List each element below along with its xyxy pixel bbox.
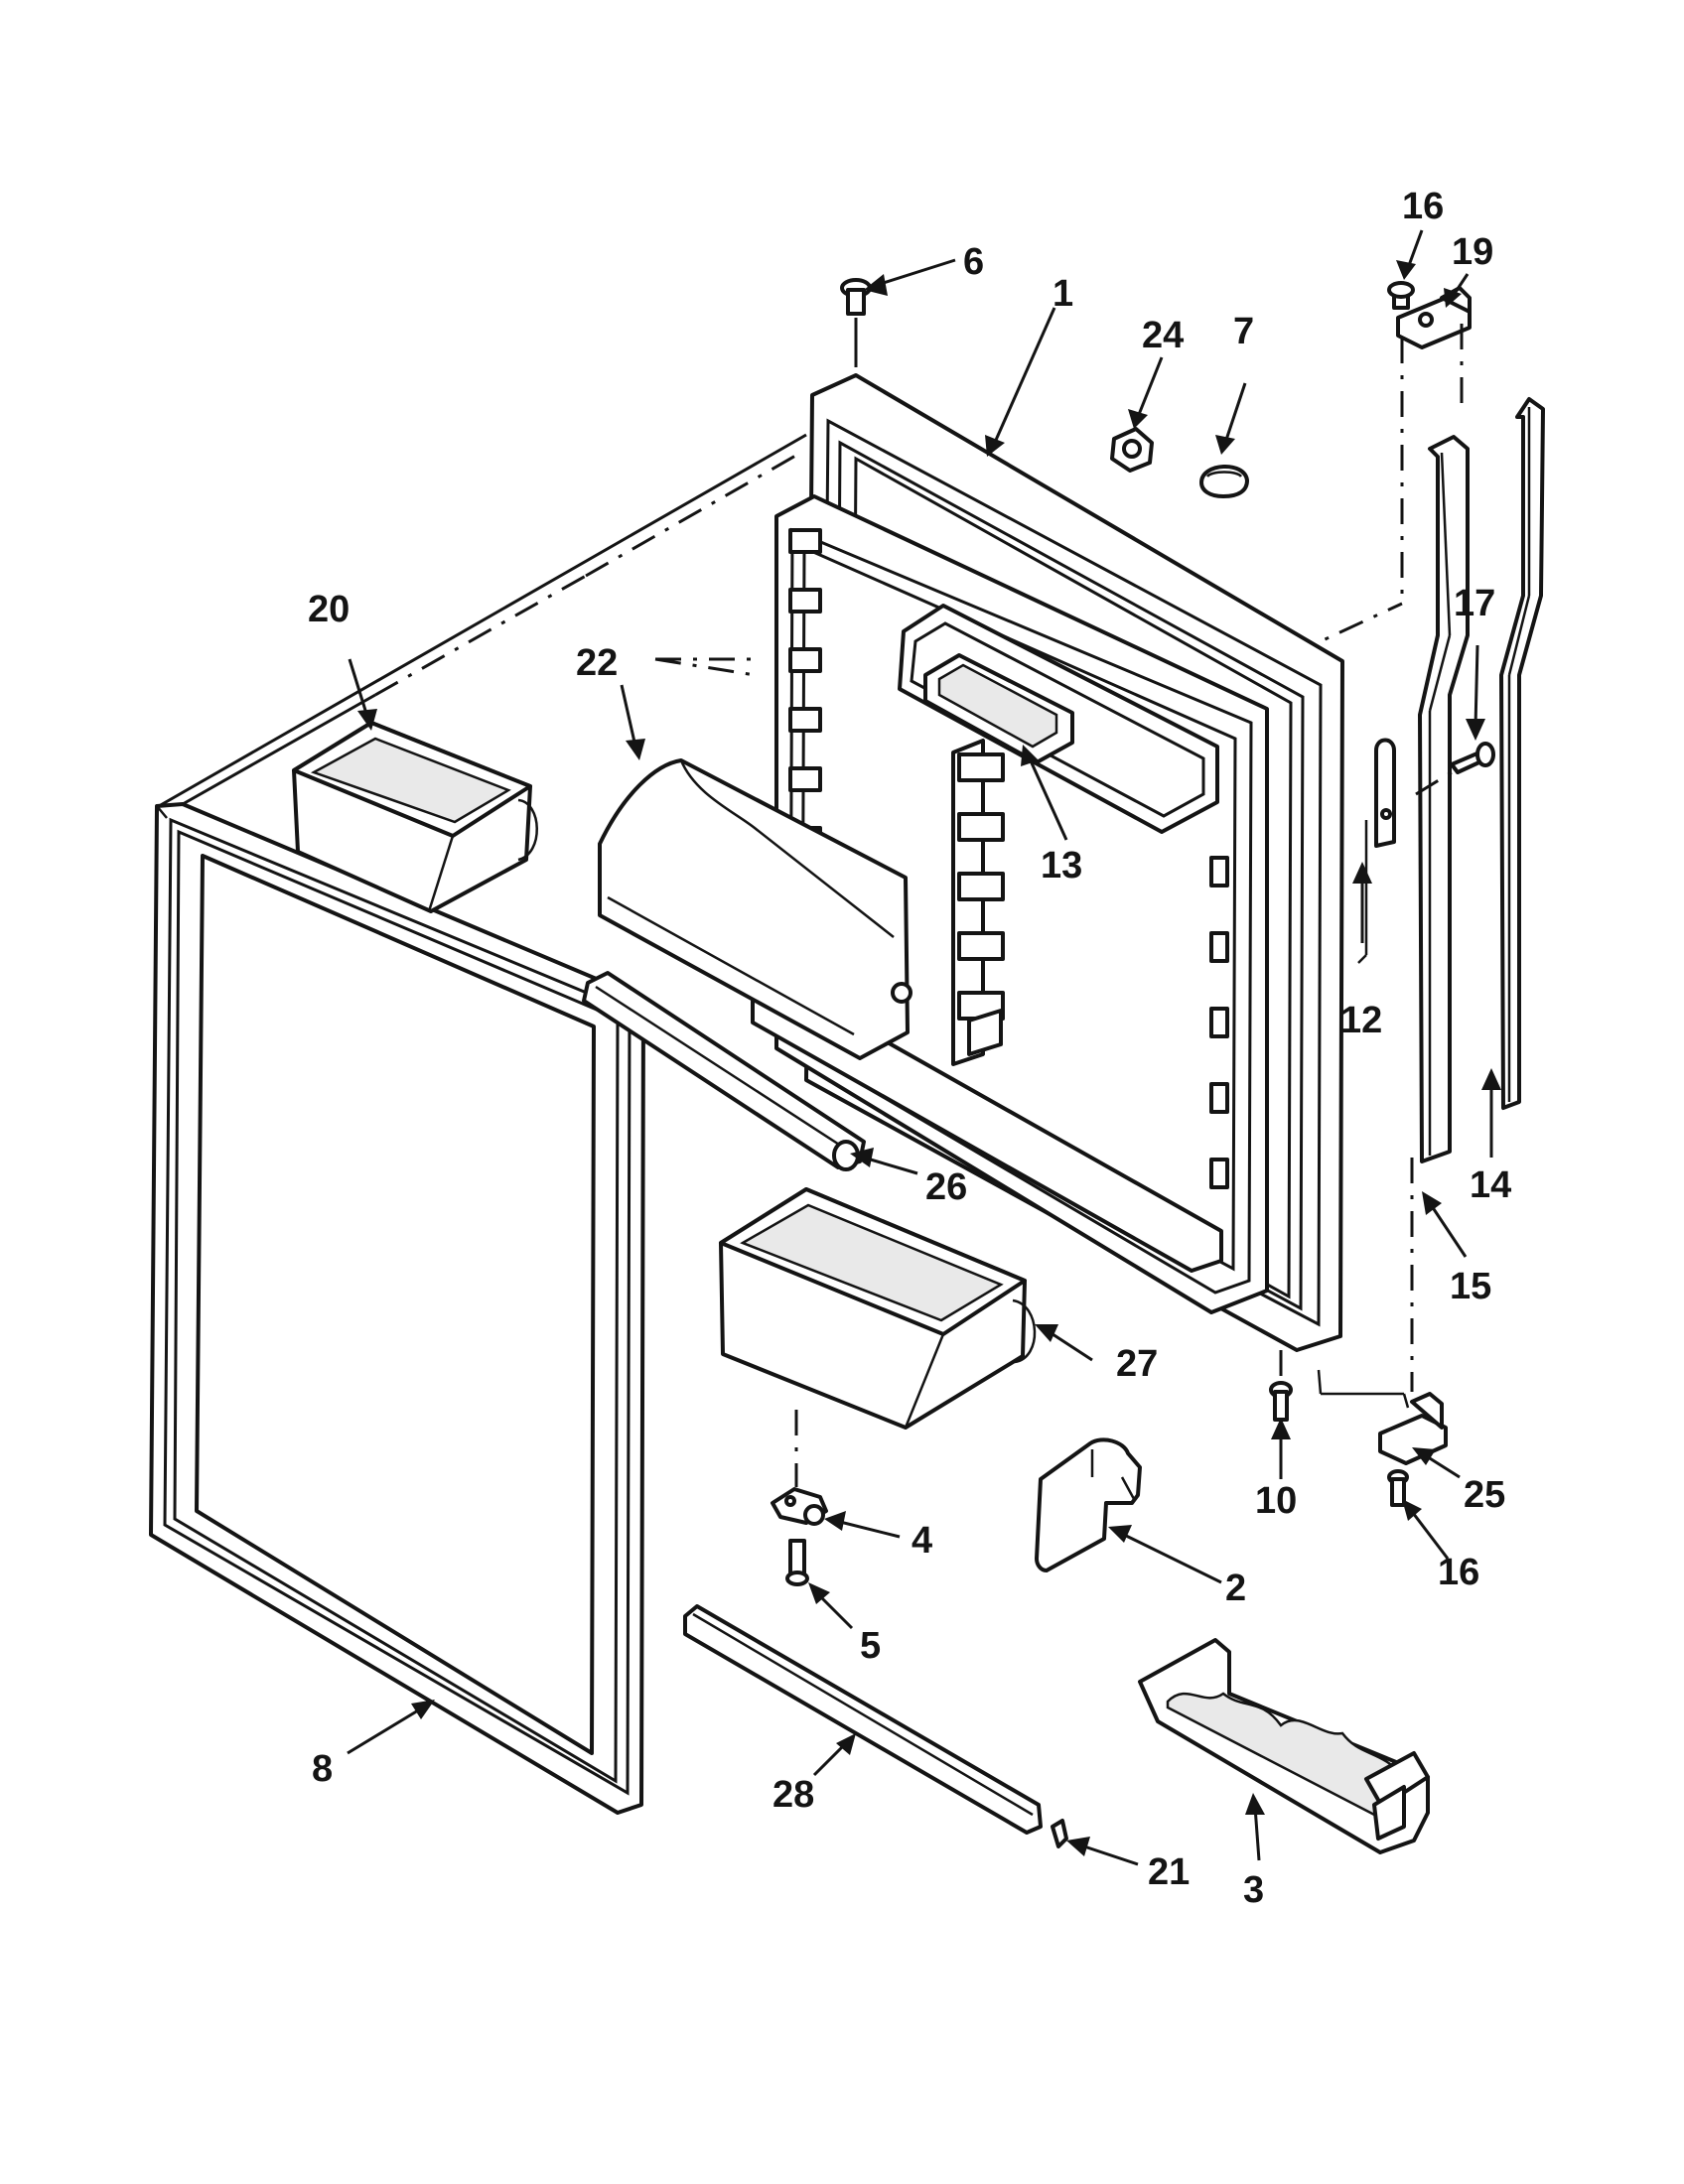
- callout-6: 6: [963, 241, 984, 283]
- callout-14: 14: [1470, 1164, 1511, 1206]
- callout-labels: 1 2 3 4 5 6 7 8 10 12 13 14 15 16 16 17 …: [308, 186, 1511, 1911]
- callout-7: 7: [1233, 311, 1254, 352]
- part-16-bottom-hinge-screw: [1387, 1469, 1409, 1507]
- liner-right-tabs: [1209, 856, 1229, 1189]
- part-6-stop-pin: [840, 278, 872, 367]
- part-1-door-liner: [751, 373, 1344, 1352]
- part-15-door-handle: [1418, 435, 1470, 1163]
- part-12-bracket: [1357, 738, 1396, 964]
- part-8-door-gasket: [149, 802, 645, 1815]
- part-5-screw: [785, 1539, 809, 1586]
- callout-27: 27: [1116, 1343, 1158, 1385]
- part-27-door-bin-large: [719, 1187, 1037, 1430]
- callout-1: 1: [1052, 273, 1073, 315]
- callout-12: 12: [1340, 1000, 1382, 1041]
- callout-21: 21: [1148, 1851, 1190, 1893]
- callout-24: 24: [1142, 315, 1184, 356]
- part-21-end-clip: [1051, 1819, 1068, 1848]
- part-14-handle-trim: [1499, 397, 1545, 1110]
- liner-center-rib: [951, 739, 1005, 1066]
- part-22-dairy-door: [598, 758, 912, 1060]
- callout-10: 10: [1255, 1480, 1297, 1522]
- part-28-rail: [683, 1604, 1043, 1835]
- part-7-plug: [1199, 465, 1249, 498]
- part-10-screw: [1269, 1350, 1293, 1422]
- callout-22: 22: [576, 642, 618, 684]
- callout-8: 8: [312, 1748, 333, 1790]
- part-2-cover: [1035, 1437, 1142, 1572]
- part-13-dairy-tray: [923, 653, 1074, 764]
- callout-19: 19: [1452, 231, 1493, 273]
- part-20-door-bin: [292, 721, 538, 913]
- callout-13: 13: [1041, 845, 1082, 887]
- callout-2: 2: [1225, 1568, 1246, 1609]
- part-3-egg-tray: [1138, 1638, 1430, 1854]
- part-19-top-hinge: [1396, 286, 1472, 349]
- callout-3: 3: [1243, 1869, 1264, 1911]
- callout-25: 25: [1464, 1474, 1505, 1516]
- callout-20: 20: [308, 589, 350, 630]
- callout-leaders: [347, 229, 1501, 1866]
- part-24-clip: [1110, 427, 1154, 473]
- callout-17: 17: [1454, 583, 1495, 624]
- part-16-top-hinge-screw: [1387, 281, 1415, 310]
- callout-4: 4: [912, 1520, 932, 1562]
- callout-16-bottom: 16: [1438, 1552, 1479, 1593]
- callout-16-top: 16: [1402, 186, 1444, 227]
- callout-26: 26: [925, 1166, 967, 1208]
- callout-5: 5: [860, 1625, 881, 1667]
- part-26-trim-bar: [582, 971, 866, 1171]
- part-4-hinge-bracket: [771, 1410, 828, 1526]
- callout-28: 28: [772, 1774, 814, 1816]
- part-17-handle-screw: [1415, 742, 1495, 796]
- callout-15: 15: [1450, 1266, 1491, 1307]
